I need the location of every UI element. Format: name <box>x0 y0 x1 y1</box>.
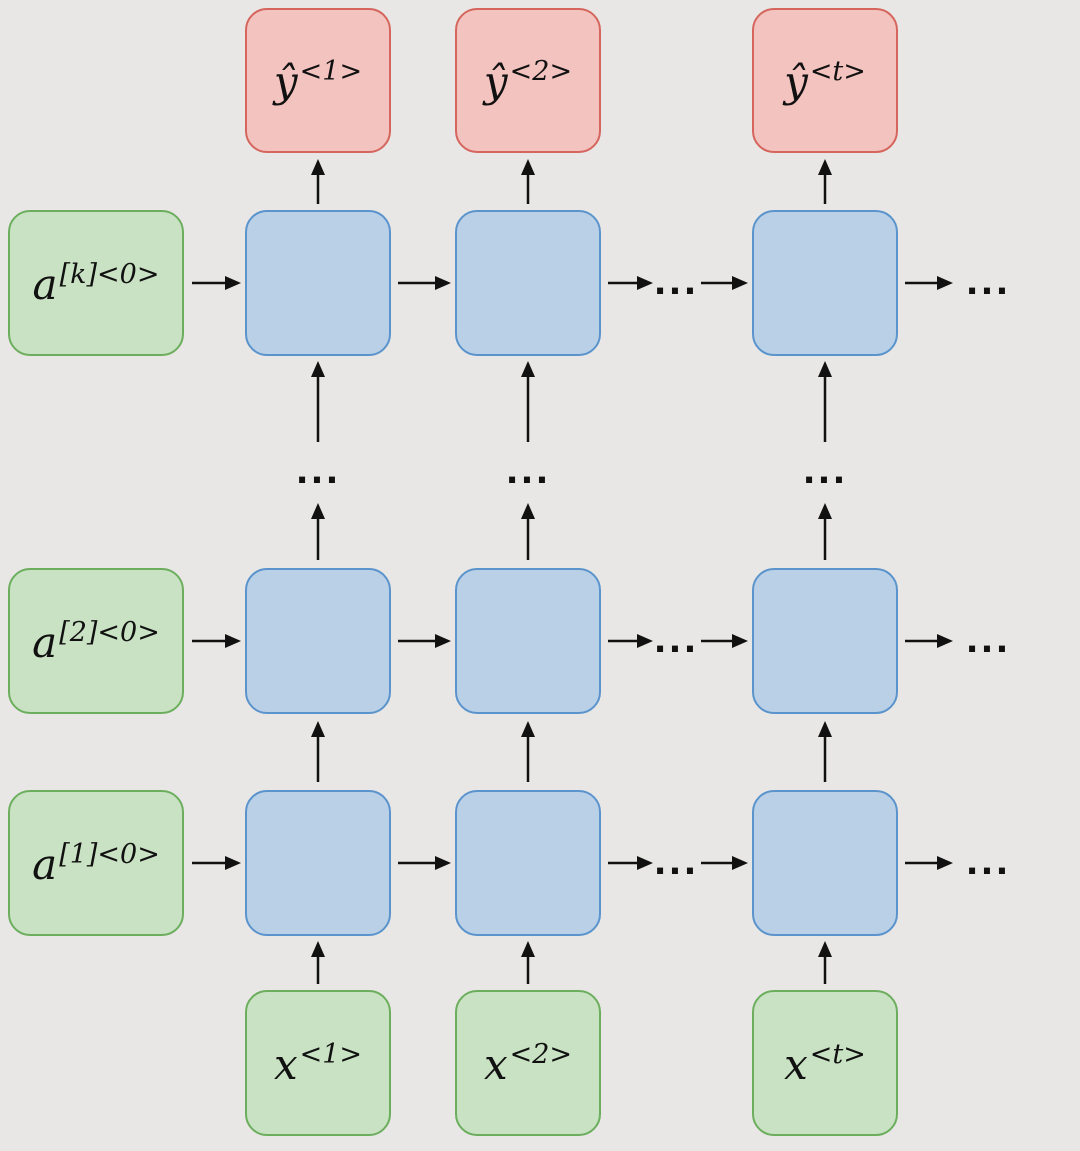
label-sup: <1> <box>299 1038 363 1070</box>
label-base: x <box>273 1039 298 1089</box>
label-base: a <box>32 259 58 309</box>
label-base: x <box>483 1039 508 1089</box>
label-base: a <box>32 839 58 889</box>
output-label: ŷ<2> <box>484 58 572 103</box>
initial-state-label: a[k]<0> <box>33 261 160 306</box>
label-base: ŷ <box>273 57 298 106</box>
rnn-cell-layer1-tt <box>752 790 898 936</box>
input-label: x<2> <box>484 1041 572 1086</box>
output-label: ŷ<1> <box>274 58 362 103</box>
label-sup: <t> <box>809 1038 866 1070</box>
rnn-cell-layer2-tt <box>752 568 898 714</box>
rnn-cell-layerk-tt <box>752 210 898 356</box>
rnn-cell-layerk-t2 <box>455 210 601 356</box>
label-base: ŷ <box>483 57 508 106</box>
ellipsis: ... <box>653 843 699 883</box>
ellipsis: ... <box>802 452 848 492</box>
ellipsis: ... <box>653 621 699 661</box>
label-sup: <2> <box>509 1038 573 1070</box>
label-sup: <1> <box>299 56 363 87</box>
input-box-t2: x<2> <box>455 990 601 1136</box>
label-sup: [k]<0> <box>59 258 160 290</box>
label-sup: <2> <box>509 56 573 87</box>
output-label: ŷ<t> <box>784 58 866 103</box>
initial-state-box-layerk: a[k]<0> <box>8 210 184 356</box>
ellipsis: ... <box>653 263 699 303</box>
initial-state-label: a[1]<0> <box>32 841 160 886</box>
rnn-cell-layer1-t2 <box>455 790 601 936</box>
output-box-t2: ŷ<2> <box>455 8 601 153</box>
label-sup: [2]<0> <box>59 616 160 648</box>
input-label: x<1> <box>274 1041 362 1086</box>
initial-state-label: a[2]<0> <box>32 619 160 664</box>
input-box-tt: x<t> <box>752 990 898 1136</box>
rnn-cell-layerk-t1 <box>245 210 391 356</box>
rnn-cell-layer2-t1 <box>245 568 391 714</box>
label-base: a <box>32 617 58 667</box>
ellipsis: ... <box>965 843 1011 883</box>
initial-state-box-layer1: a[1]<0> <box>8 790 184 936</box>
ellipsis: ... <box>505 452 551 492</box>
label-sup: <t> <box>809 56 866 87</box>
arrows <box>192 159 953 984</box>
ellipsis: ... <box>965 621 1011 661</box>
output-box-t1: ŷ<1> <box>245 8 391 153</box>
ellipsis: ... <box>295 452 341 492</box>
initial-state-box-layer2: a[2]<0> <box>8 568 184 714</box>
label-base: ŷ <box>784 57 808 106</box>
rnn-cell-layer2-t2 <box>455 568 601 714</box>
input-box-t1: x<1> <box>245 990 391 1136</box>
output-box-tt: ŷ<t> <box>752 8 898 153</box>
label-sup: [1]<0> <box>59 838 160 870</box>
input-label: x<t> <box>784 1041 866 1086</box>
ellipsis: ... <box>965 263 1011 303</box>
label-base: x <box>784 1039 808 1089</box>
rnn-cell-layer1-t1 <box>245 790 391 936</box>
